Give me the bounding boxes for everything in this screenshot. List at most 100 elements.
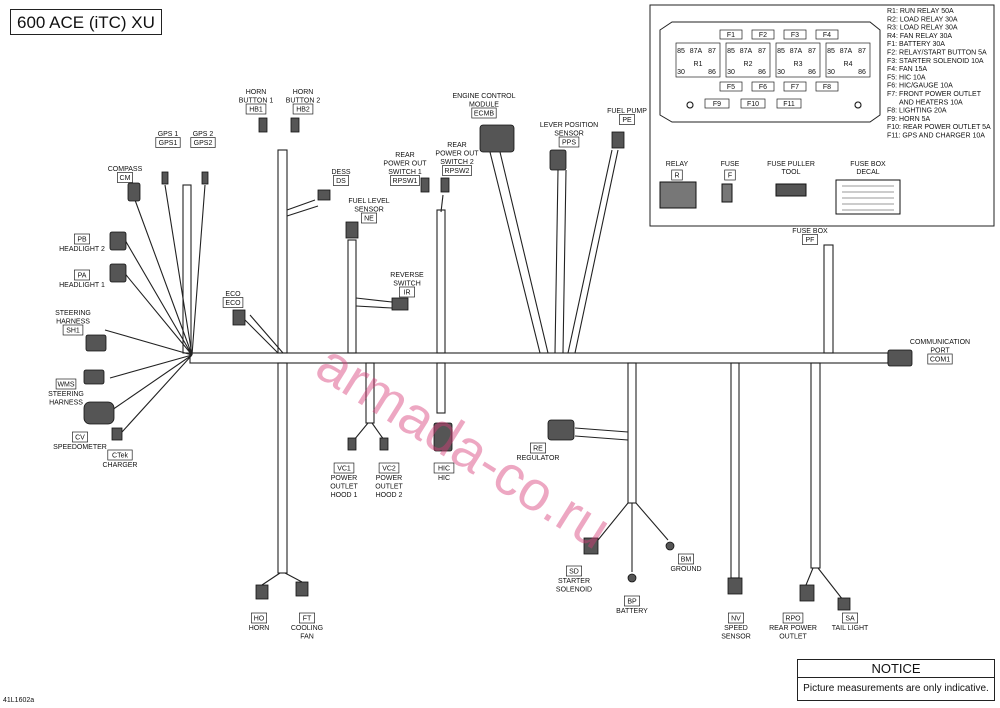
fuse-image [721, 183, 733, 203]
branch-vc [353, 422, 385, 441]
code-pe: PE [622, 117, 632, 124]
code-vc2-box [378, 462, 400, 474]
notice-heading: NOTICE [798, 660, 994, 678]
connector-cm [127, 182, 141, 202]
code-hic: HIC [438, 466, 450, 473]
legend-line-0: R1: RUN RELAY 50A [887, 8, 954, 15]
label-eco-0: ECO [225, 291, 241, 298]
connector-pe [611, 131, 625, 149]
label-pps-1: SENSOR [554, 131, 584, 138]
code-cv-box [72, 431, 88, 443]
connector-ctek [111, 427, 123, 441]
fuse-slot-f1 [719, 29, 743, 40]
label-com1-0: COMMUNICATION [910, 339, 970, 346]
label-hb2-0: HORN [293, 89, 314, 96]
code-hb1: HB1 [249, 107, 263, 114]
trunk-fuel-level [347, 239, 357, 354]
fuse-label-f10: F10 [747, 101, 759, 108]
connector-com1 [887, 349, 913, 367]
relay-pin-87a: 87A [690, 48, 703, 55]
trunk-rear [810, 362, 821, 569]
connector-hb2 [290, 117, 300, 133]
trunk-speed [730, 362, 740, 579]
code-pf-box [802, 234, 818, 245]
code-rpsw1-box [390, 175, 420, 186]
component-eco: ECO ECO [222, 291, 244, 308]
label-sd-0: STARTER [558, 578, 590, 585]
fuse-slot-f5 [719, 81, 743, 92]
connector-ds [317, 189, 331, 201]
label-nv-1: SENSOR [721, 634, 751, 641]
code-wms-box [55, 378, 77, 390]
branch-pe [567, 149, 619, 354]
page-title: 600 ACE (iTC) XU [10, 9, 162, 35]
relay-pin-87: 87 [808, 48, 816, 55]
legend-line-10: F7: FRONT POWER OUTLET [887, 91, 982, 98]
label-pa-0: HEADLIGHT 1 [59, 282, 105, 289]
code-vc1-box [333, 462, 355, 474]
branch-eco [244, 314, 284, 354]
label-rpsw2-1: POWER OUT [435, 151, 479, 158]
fuse-slot-f10 [740, 98, 766, 109]
code-hb2-box [292, 103, 314, 115]
label-re-0: REGULATOR [517, 455, 560, 462]
label-sh1-0: STEERING [55, 310, 91, 317]
part-name-3-0: FUSE BOX [850, 161, 886, 168]
fuse-label-f3: F3 [791, 32, 799, 39]
code-pf: PF [806, 237, 815, 244]
connector-rpo [799, 584, 815, 602]
relay-pin-30: 30 [677, 69, 685, 76]
relay-pin-87a: 87A [740, 48, 753, 55]
connector-rpsw2 [440, 177, 450, 193]
fuse-slot-f9 [704, 98, 730, 109]
relay-pin-86: 86 [808, 69, 816, 76]
label-rpsw2-2: SWITCH 2 [440, 159, 474, 166]
code-eco: ECO [225, 300, 241, 307]
trunk-power-outlet [365, 362, 375, 424]
legend-line-13: F9: HORN 5A [887, 116, 931, 123]
label-bp-0: BATTERY [616, 608, 648, 615]
label-cm-0: COMPASS [108, 166, 143, 173]
relay-pin-87a: 87A [840, 48, 853, 55]
relay-slot-r3 [775, 42, 821, 78]
fuse-slot-f7 [783, 81, 807, 92]
label-vc2-0: POWER [376, 475, 402, 482]
code-cv: CV [75, 435, 85, 442]
code-re-box [530, 442, 546, 454]
legend-line-4: F1: BATTERY 30A [887, 41, 945, 48]
legend-line-14: F10: REAR POWER OUTLET 5A [887, 124, 991, 131]
connector-bm [665, 541, 675, 551]
connector-re [547, 419, 575, 441]
part-name-2-1: TOOL [782, 169, 801, 176]
fan-left [104, 184, 206, 433]
fuse-label-f4: F4 [823, 32, 831, 39]
trunk-gps [182, 184, 192, 354]
relay-label-r4: R4 [844, 61, 853, 68]
label-rpsw1-2: SWITCH 1 [388, 169, 422, 176]
code-ho-box [251, 612, 267, 624]
code-sd: SD [569, 569, 579, 576]
connector-nv [727, 577, 743, 595]
relay-pin-86: 86 [858, 69, 866, 76]
connector-hb1 [258, 117, 268, 133]
branch-dess [286, 199, 319, 217]
label-ds-0: DESS [331, 169, 350, 176]
part-name-3-1: DECAL [856, 169, 879, 176]
connector-hic [433, 422, 453, 452]
label-gps2-0: GPS 2 [193, 131, 214, 138]
connector-pb [109, 231, 127, 251]
relay-slot-r1 [675, 42, 721, 78]
code-gps1: GPS1 [159, 140, 178, 147]
